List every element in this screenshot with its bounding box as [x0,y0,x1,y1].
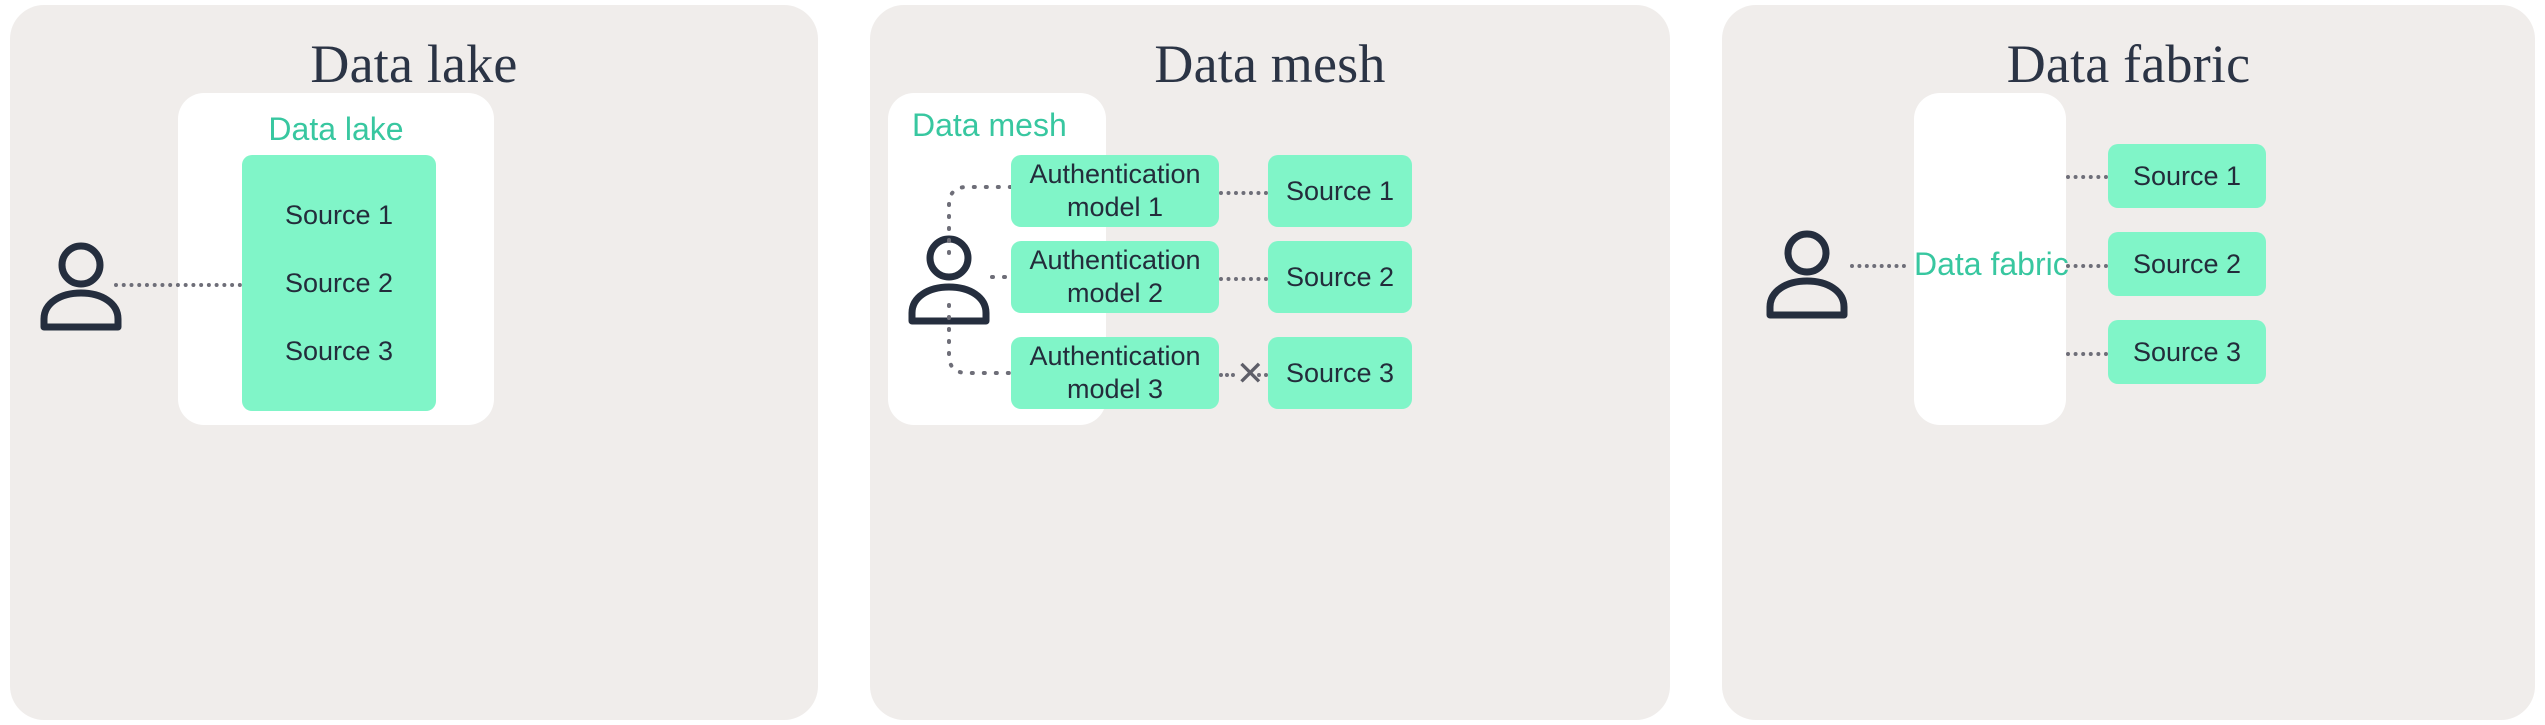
connector-auth2-source2 [1219,277,1268,281]
connector-user-to-data-fabric [1850,264,1906,268]
mesh-source-1: Source 1 [1268,155,1412,227]
panel-title-data-fabric: Data fabric [2006,34,2251,94]
auth-model-1-line1: Authentication [1029,159,1201,189]
user-icon [38,241,124,331]
connector-auth3-source3-right [1257,373,1268,377]
data-mesh-inner-label: Data mesh [912,107,1067,143]
auth-model-2-line2: model 2 [1066,278,1164,308]
data-lake-inner-label: Data lake [268,111,404,147]
mesh-source-2: Source 2 [1268,241,1412,313]
fabric-source-2: Source 2 [2108,232,2266,296]
connector-auth3-source3-left [1219,373,1235,377]
connector-fabric-source2 [2066,264,2108,268]
data-mesh-user-connectors [947,185,1013,375]
auth-model-2: Authentication model 2 [1011,241,1219,313]
panel-title-data-lake: Data lake [310,34,518,94]
panel-data-lake: Data lake Data lake Source 1 Source 2 So… [10,5,818,720]
auth-model-1: Authentication model 1 [1011,155,1219,227]
connector-fabric-source1 [2066,175,2108,179]
panel-title-data-mesh: Data mesh [1154,34,1386,94]
auth-model-3: Authentication model 3 [1011,337,1219,409]
connector-fabric-source3 [2066,352,2108,356]
user-icon [1764,229,1850,319]
auth-model-3-line2: model 3 [1066,374,1164,404]
connector-auth1-source1 [1219,191,1268,195]
connector-user-to-data-lake [114,283,242,287]
fabric-source-1: Source 1 [2108,144,2266,208]
mesh-source-3: Source 3 [1268,337,1412,409]
panel-data-fabric: Data fabric Data fabric Source 1 Source … [1722,5,2535,720]
data-lake-source-stack: Source 1 Source 2 Source 3 [242,155,436,411]
data-lake-source-2: Source 2 [284,267,394,298]
data-fabric-card [1914,93,2066,425]
auth-model-2-line1: Authentication [1029,245,1201,275]
data-lake-source-1: Source 1 [284,199,394,230]
panel-data-mesh: Data mesh Data mesh Authentication model… [870,5,1670,720]
data-fabric-inner-label: Data fabric [1914,246,2069,282]
data-lake-source-3: Source 3 [284,335,394,366]
auth-model-3-line1: Authentication [1029,341,1201,371]
auth-model-1-line2: model 1 [1066,192,1164,222]
fabric-source-3: Source 3 [2108,320,2266,384]
